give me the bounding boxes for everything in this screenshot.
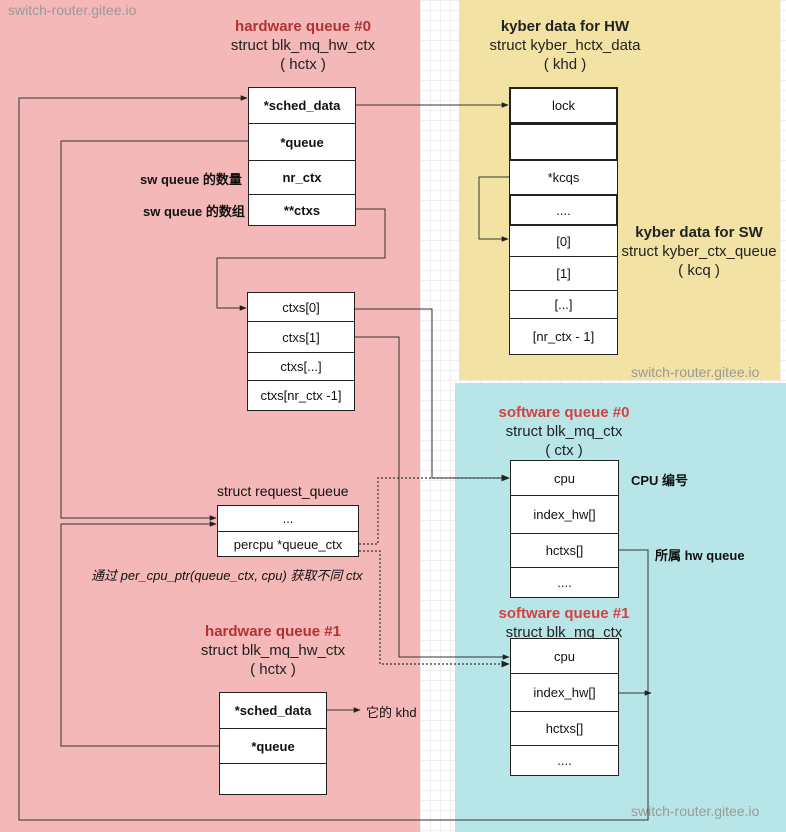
request-queue-field-queue-ctx: percpu *queue_ctx — [217, 531, 359, 557]
kyber-sw-title: kyber data for SW struct kyber_ctx_queue… — [618, 223, 780, 280]
kyber-sw-struct: struct kyber_ctx_queue — [621, 243, 777, 260]
arrow-ctxs0-to-sw0 — [355, 308, 510, 481]
sw-queue-1-struct: struct blk_mq_ctx — [505, 624, 623, 641]
kyber-hw-field-empty — [509, 123, 618, 161]
sw-queue-0-title: software queue #0 struct blk_mq_ctx ( ct… — [459, 403, 669, 460]
dotted-queue-ctx-to-sw0 — [359, 474, 510, 545]
sw0-field-hctxs: hctxs[] — [510, 533, 619, 568]
kyber-sw-alias: ( kcq ) — [678, 262, 720, 279]
watermark: switch-router.gitee.io — [8, 2, 137, 18]
hw1-field-empty — [219, 763, 327, 795]
sw0-field-index-hw: index_hw[] — [510, 495, 619, 534]
note-per-cpu-ptr: 通过 per_cpu_ptr(queue_ctx, cpu) 获取不同 ctx — [91, 568, 363, 583]
kyber-hw-title: kyber data for HW struct kyber_hctx_data… — [458, 17, 672, 74]
arrow-ctxs1-to-sw1 — [355, 336, 510, 660]
hw-queue-1-alias: ( hctx ) — [250, 661, 296, 678]
kyber-sw-item-last: [nr_ctx - 1] — [509, 318, 618, 355]
sw-queue-0-struct: struct blk_mq_ctx — [505, 423, 623, 440]
request-queue-field-etc: ... — [217, 505, 359, 532]
hw0-field-nr-ctx: nr_ctx — [248, 160, 356, 195]
watermark: switch-router.gitee.io — [631, 803, 760, 819]
sw1-field-cpu: cpu — [510, 638, 619, 674]
sw-queue-0-alias: ( ctx ) — [545, 442, 583, 459]
dotted-queue-ctx-to-sw1 — [359, 550, 510, 668]
sw0-field-cpu: cpu — [510, 460, 619, 496]
kyber-sw-heading: kyber data for SW — [635, 224, 763, 241]
hw0-field-ctxs: **ctxs — [248, 194, 356, 226]
kyber-hw-heading: kyber data for HW — [500, 18, 630, 35]
hw-queue-1-title: hardware queue #1 struct blk_mq_hw_ctx (… — [153, 622, 393, 679]
note-cpu-id: CPU 编号 — [631, 473, 689, 488]
ctxs-item-0: ctxs[0] — [247, 292, 355, 322]
hw-queue-1-heading: hardware queue #1 — [205, 623, 341, 640]
arrow-hw1-queue-to-request-queue — [60, 521, 219, 747]
note-its-khd: 它的 khd — [366, 705, 417, 720]
arrow-hw0-queue-to-request-queue — [60, 140, 248, 521]
arrow-ctxs-to-array — [216, 208, 386, 311]
arrow-kcqs-to-kcq — [478, 176, 509, 242]
ctxs-item-last: ctxs[nr_ctx -1] — [247, 380, 355, 411]
watermark: switch-router.gitee.io — [631, 364, 760, 380]
hw-queue-1-struct: struct blk_mq_hw_ctx — [200, 642, 346, 659]
sw1-field-index-hw: index_hw[] — [510, 673, 619, 712]
hw-queue-0-struct: struct blk_mq_hw_ctx — [230, 37, 376, 54]
note-owning-hw-queue: 所属 hw queue — [655, 548, 745, 563]
hw-queue-0-alias: ( hctx ) — [280, 56, 326, 73]
request-queue-title: struct request_queue — [217, 483, 349, 499]
hw-queue-0-title: hardware queue #0 struct blk_mq_hw_ctx (… — [183, 17, 423, 74]
note-sw-queue-count: sw queue 的数量 — [140, 172, 242, 187]
kyber-sw-item-rest: [...] — [509, 290, 618, 319]
kyber-hw-struct: struct kyber_hctx_data — [489, 37, 641, 54]
sw1-field-etc: .... — [510, 745, 619, 776]
hw-queue-0-heading: hardware queue #0 — [235, 18, 371, 35]
sw-queue-1-title: software queue #1 struct blk_mq_ctx — [459, 604, 669, 642]
hw1-field-queue: *queue — [219, 728, 327, 764]
sw-queue-1-heading: software queue #1 — [498, 605, 630, 622]
note-sw-queue-array: sw queue 的数组 — [143, 204, 245, 219]
arrow-hctxs-to-hw0 — [18, 95, 649, 821]
hw1-field-sched-data: *sched_data — [219, 692, 327, 729]
ctxs-item-rest: ctxs[...] — [247, 352, 355, 381]
sw-queue-0-heading: software queue #0 — [498, 404, 630, 421]
kyber-hw-alias: ( khd ) — [543, 56, 587, 73]
sw0-field-etc: .... — [510, 567, 619, 598]
